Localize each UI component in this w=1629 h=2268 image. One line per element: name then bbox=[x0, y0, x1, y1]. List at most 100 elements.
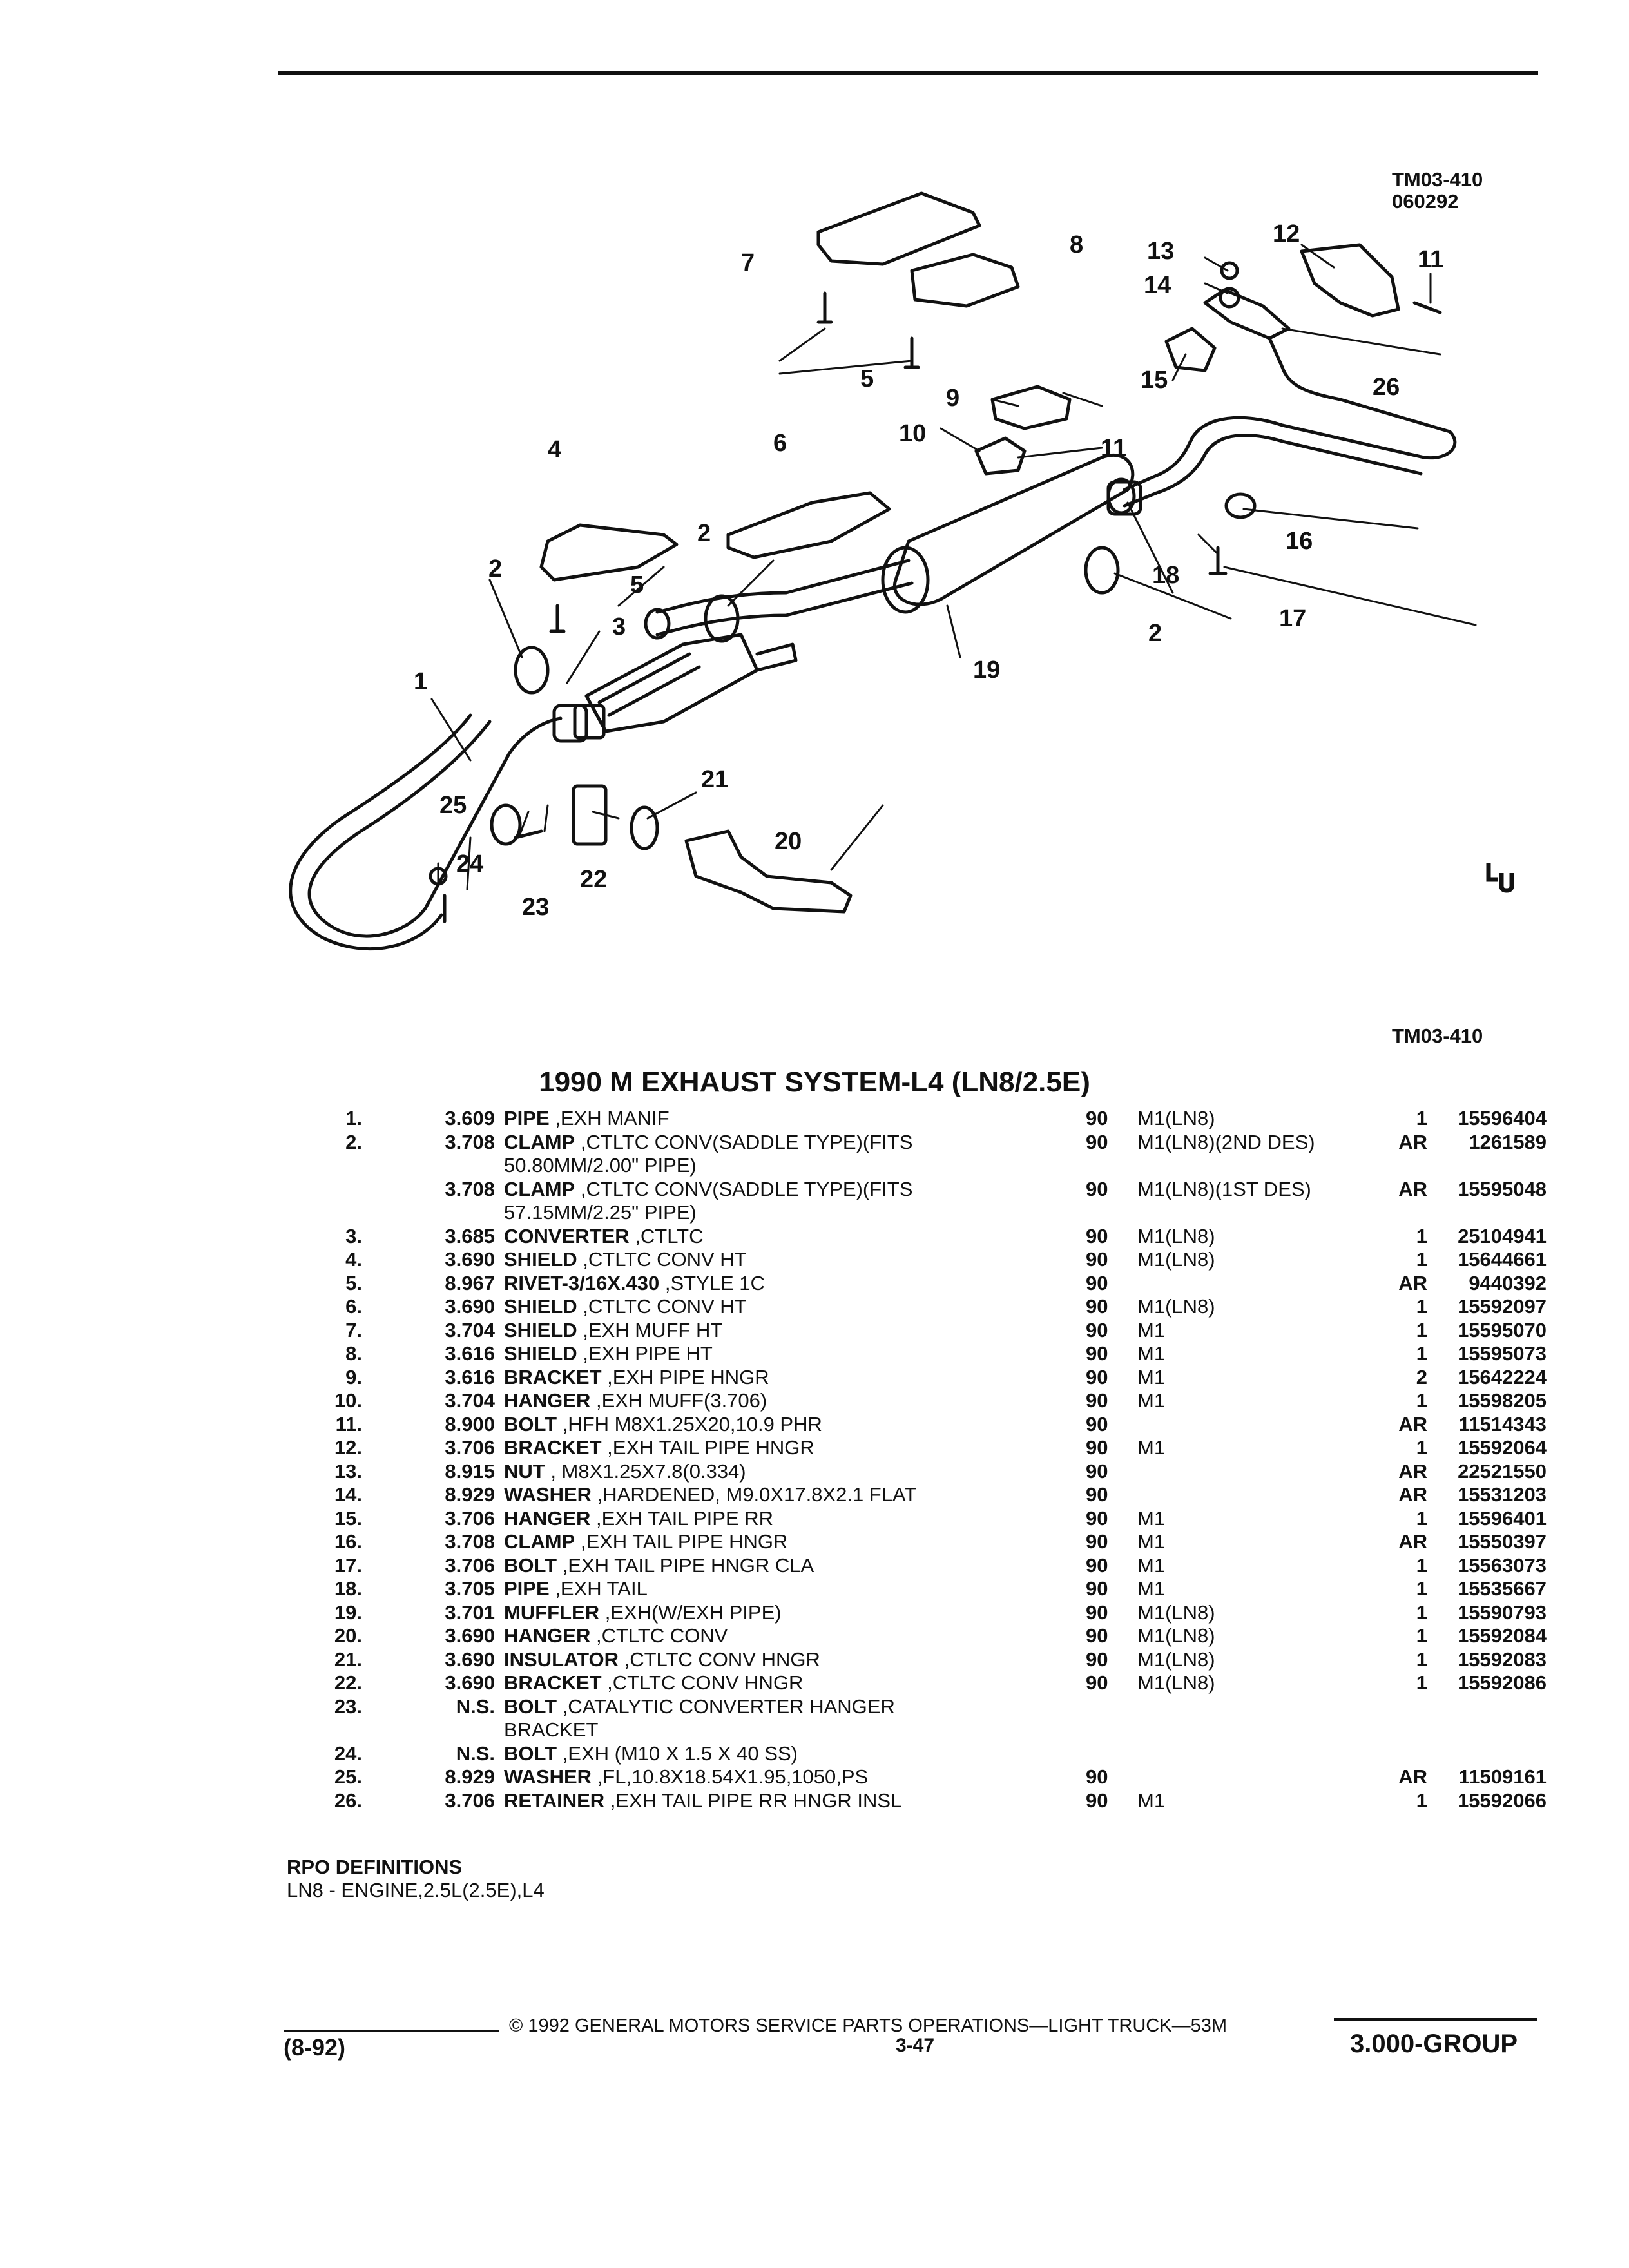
callout-5a: 5 bbox=[630, 572, 644, 599]
item-number: 20. bbox=[334, 1624, 362, 1647]
part-number: 15592066 bbox=[1458, 1789, 1547, 1812]
part-number: 15590793 bbox=[1458, 1600, 1547, 1624]
insulator-21-part bbox=[630, 805, 659, 850]
part-name: BRACKET bbox=[504, 1671, 602, 1694]
quantity: 1 bbox=[1416, 1224, 1427, 1247]
rpo-line: LN8 - ENGINE,2.5L(2.5E),L4 bbox=[287, 1879, 545, 1901]
model-year: 90 bbox=[1086, 1389, 1108, 1412]
figure-date: 060292 bbox=[1392, 190, 1459, 213]
group-number: 3.701 bbox=[445, 1600, 495, 1624]
rpo-definitions: RPO DEFINITIONS LN8 - ENGINE,2.5L(2.5E),… bbox=[287, 1856, 545, 1902]
part-description: PIPE ,EXH MANIF bbox=[504, 1107, 1071, 1131]
part-detail: ,EXH (M10 X 1.5 X 40 SS) bbox=[557, 1742, 798, 1765]
group-number: 3.616 bbox=[445, 1365, 495, 1389]
part-detail: ,EXH TAIL PIPE HNGR CLA bbox=[557, 1553, 815, 1577]
part-name: BOLT bbox=[504, 1412, 557, 1436]
catalytic-converter-part bbox=[573, 633, 798, 740]
part-description: BOLT ,EXH (M10 X 1.5 X 40 SS) bbox=[504, 1742, 1071, 1766]
item-number: 25. bbox=[334, 1765, 362, 1788]
part-description: RIVET-3/16X.430 ,STYLE 1C bbox=[504, 1272, 1071, 1296]
callout-19: 19 bbox=[973, 657, 1000, 684]
callout-11a: 11 bbox=[1101, 435, 1126, 462]
hanger-20-part bbox=[684, 829, 853, 914]
group-number: 3.708 bbox=[445, 1130, 495, 1153]
part-name: RETAINER bbox=[504, 1789, 605, 1812]
part-description: WASHER ,HARDENED, M9.0X17.8X2.1 FLAT bbox=[504, 1483, 1071, 1507]
callout-5b: 5 bbox=[860, 365, 874, 392]
part-number: 25104941 bbox=[1458, 1224, 1547, 1247]
quantity: 1 bbox=[1416, 1318, 1427, 1341]
group-number: 3.685 bbox=[445, 1224, 495, 1247]
hanger-15-part bbox=[1164, 327, 1217, 372]
item-number: 12. bbox=[334, 1436, 362, 1459]
part-detail: ,CTLTC CONV HT bbox=[577, 1295, 747, 1318]
group-number: 3.690 bbox=[445, 1671, 495, 1694]
part-number: 11509161 bbox=[1458, 1765, 1547, 1788]
callout-11b: 11 bbox=[1418, 246, 1443, 273]
part-number: 15595048 bbox=[1458, 1177, 1547, 1200]
shield-4-part bbox=[539, 523, 679, 582]
copyright-line: © 1992 GENERAL MOTORS SERVICE PARTS OPER… bbox=[509, 2015, 1227, 2036]
item-number: 13. bbox=[334, 1459, 362, 1483]
footer-rule-left bbox=[284, 2030, 499, 2032]
part-detail: , M8X1.25X7.8(0.334) bbox=[545, 1459, 746, 1483]
part-detail: ,CTLTC CONV HNGR bbox=[601, 1671, 804, 1694]
group-number: 3.708 bbox=[445, 1530, 495, 1553]
part-number: 15596404 bbox=[1458, 1107, 1547, 1129]
callout-8: 8 bbox=[1070, 231, 1083, 258]
callout-14: 14 bbox=[1144, 272, 1171, 299]
group-label: 3.000-GROUP bbox=[1350, 2030, 1518, 2058]
bracket-22-part bbox=[572, 784, 608, 846]
quantity: 1 bbox=[1416, 1577, 1427, 1600]
model-code: M1(LN8)(2ND DES) bbox=[1137, 1130, 1315, 1153]
part-detail: ,EXH TAIL PIPE HNGR bbox=[575, 1530, 788, 1553]
part-detail: ,STYLE 1C bbox=[659, 1271, 765, 1294]
part-detail: ,FL,10.8X18.54X1.95,1050,PS bbox=[592, 1765, 869, 1788]
group-number: 8.929 bbox=[445, 1765, 495, 1788]
part-description: BOLT ,CATALYTIC CONVERTER HANGER BRACKET bbox=[504, 1695, 1071, 1742]
item-number: 3. bbox=[345, 1224, 362, 1247]
model-year: 90 bbox=[1086, 1365, 1108, 1389]
part-description: CLAMP ,CTLTC CONV(SADDLE TYPE)(FITS 57.1… bbox=[504, 1178, 1071, 1225]
part-description: SHIELD ,EXH MUFF HT bbox=[504, 1319, 1071, 1343]
model-year: 90 bbox=[1086, 1577, 1108, 1600]
model-year: 90 bbox=[1086, 1459, 1108, 1483]
part-number: 15592083 bbox=[1458, 1648, 1547, 1671]
model-code: M1 bbox=[1137, 1389, 1166, 1412]
item-number: 1. bbox=[345, 1107, 362, 1129]
group-number: 3.706 bbox=[445, 1436, 495, 1459]
quantity: AR bbox=[1398, 1130, 1427, 1153]
item-number: 15. bbox=[334, 1506, 362, 1530]
quantity: AR bbox=[1398, 1412, 1427, 1436]
part-number: 22521550 bbox=[1458, 1459, 1547, 1483]
model-code: M1 bbox=[1137, 1318, 1166, 1341]
item-number: 14. bbox=[334, 1483, 362, 1506]
part-name: SHIELD bbox=[504, 1318, 577, 1341]
part-detail: ,HFH M8X1.25X20,10.9 PHR bbox=[557, 1412, 822, 1436]
clamp-16-part bbox=[1224, 492, 1257, 519]
part-number: 9440392 bbox=[1469, 1271, 1547, 1294]
part-description: HANGER ,CTLTC CONV bbox=[504, 1624, 1071, 1648]
item-number: 19. bbox=[334, 1600, 362, 1624]
part-number: 15550397 bbox=[1458, 1530, 1547, 1553]
part-description: BOLT ,HFH M8X1.25X20,10.9 PHR bbox=[504, 1413, 1071, 1437]
model-year: 90 bbox=[1086, 1412, 1108, 1436]
part-detail: ,EXH PIPE HNGR bbox=[601, 1365, 769, 1389]
model-code: M1(LN8) bbox=[1137, 1224, 1215, 1247]
part-description: BOLT ,EXH TAIL PIPE HNGR CLA bbox=[504, 1554, 1071, 1578]
model-year: 90 bbox=[1086, 1271, 1108, 1294]
quantity: 1 bbox=[1416, 1671, 1427, 1694]
part-name: NUT bbox=[504, 1459, 545, 1483]
footer-rule-right bbox=[1334, 2018, 1537, 2021]
part-name: MUFFLER bbox=[504, 1600, 600, 1624]
part-description: SHIELD ,CTLTC CONV HT bbox=[504, 1248, 1071, 1272]
part-detail: ,EXH MUFF(3.706) bbox=[590, 1389, 767, 1412]
